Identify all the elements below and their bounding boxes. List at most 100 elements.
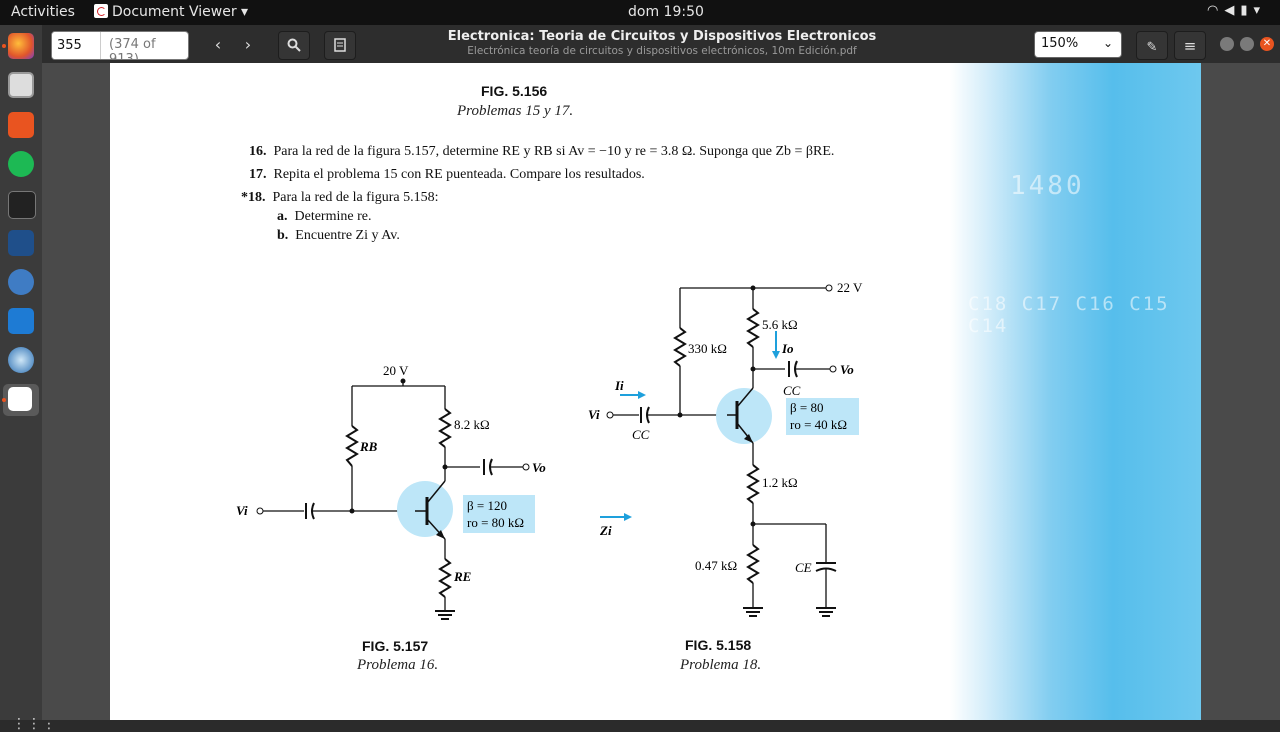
- output-terminal: [522, 463, 530, 471]
- app-menu-label: Document Viewer: [112, 4, 237, 20]
- system-tray[interactable]: ◠◀▮▾: [1207, 3, 1266, 18]
- activities-button[interactable]: Activities: [11, 4, 75, 20]
- fig157-vi-label: Vi: [236, 503, 248, 518]
- software-center-icon[interactable]: [8, 112, 34, 138]
- fig156-label: FIG. 5.156: [481, 83, 548, 99]
- search-icon: [287, 38, 301, 52]
- fig157-rb-label: RB: [359, 439, 378, 454]
- problem-18a-text: Determine re.: [294, 209, 372, 224]
- maximize-button[interactable]: [1240, 37, 1254, 51]
- zoom-value: 150%: [1041, 36, 1079, 51]
- previous-page-button[interactable]: ‹: [204, 31, 232, 58]
- emitter-arrow: [744, 434, 753, 443]
- fig156-caption: Problemas 15 y 17.: [457, 103, 574, 119]
- terminal-icon[interactable]: [8, 191, 36, 219]
- battery-icon: ▮: [1240, 3, 1254, 18]
- problem-17-text: Repita el problema 15 con RE puenteada. …: [273, 167, 645, 182]
- files-icon[interactable]: [8, 72, 34, 98]
- page-background-image: 1480 C18 C17 C16 C15 C14: [950, 63, 1201, 720]
- vscode-icon[interactable]: [8, 308, 34, 334]
- params-box: [786, 398, 859, 435]
- fig157-vcc: 20 V: [383, 363, 409, 378]
- top-bar: Activities Document Viewer ▾ dom 19:50 ◠…: [0, 0, 1280, 25]
- page-entry[interactable]: (374 of 913): [51, 31, 189, 60]
- output-terminal: [829, 365, 837, 373]
- emitter-arrow: [436, 530, 445, 539]
- window-title: Electronica: Teoria de Circuitos y Dispo…: [447, 29, 877, 44]
- fig158-vcc: 22 V: [837, 280, 863, 295]
- problem-17-number: 17.: [249, 167, 267, 182]
- fig158-ro: ro = 40 kΩ: [790, 417, 847, 432]
- window-subtitle: Electrónica teoría de circuitos y dispos…: [467, 45, 857, 57]
- problem-18b-text: Encuentre Zi y Av.: [295, 228, 400, 243]
- minimize-button[interactable]: [1220, 37, 1234, 51]
- search-button[interactable]: [278, 31, 310, 60]
- chevron-right-icon: ›: [244, 35, 252, 54]
- fig157-circuit: 20 V 8.2 kΩ RB RE Vi Vo β = 120 ro = 80 …: [236, 363, 546, 620]
- node-dot: [349, 508, 355, 514]
- chevron-down-icon: ▾: [1253, 3, 1266, 18]
- node-dot: [750, 285, 756, 291]
- fig158-rc-label: 5.6 kΩ: [762, 317, 798, 332]
- update-manager-icon[interactable]: [8, 347, 34, 373]
- annotate-icon: ✎: [1146, 40, 1158, 55]
- transistor-highlight: [716, 388, 772, 444]
- fig158-re1-label: 1.2 kΩ: [762, 475, 798, 490]
- close-icon: ✕: [1262, 38, 1272, 49]
- problem-16-rest: E y RB si Av = −10 y re = 3.8 Ω. Suponga…: [511, 144, 835, 159]
- input-terminal: [256, 507, 264, 515]
- zoom-select[interactable]: 150% ⌄: [1034, 31, 1122, 58]
- firefox-icon[interactable]: [8, 33, 34, 59]
- fig157-vo-label: Vo: [532, 460, 546, 475]
- annotate-button[interactable]: ✎: [1136, 31, 1168, 60]
- menu-button[interactable]: ≡: [1174, 31, 1206, 60]
- fig157-ro: ro = 80 kΩ: [467, 515, 524, 530]
- problem-18a-label: a.: [277, 209, 288, 224]
- fig158-cc-out-label: CC: [783, 383, 801, 398]
- running-indicator: [2, 44, 6, 48]
- app-menu[interactable]: Document Viewer ▾: [94, 4, 248, 20]
- current-arrows: [600, 331, 780, 521]
- problem-17: 17. Repita el problema 15 con RE puentea…: [249, 167, 645, 183]
- problem-18-text: Para la red de la figura 5.158:: [272, 190, 439, 205]
- input-terminal: [606, 411, 614, 419]
- r-language-icon[interactable]: [8, 269, 34, 295]
- fig157-beta: β = 120: [467, 498, 507, 513]
- fig158-caption: Problema 18.: [680, 657, 762, 673]
- fig158-io-label: Io: [781, 341, 794, 356]
- watermark-components: C18 C17 C16 C15 C14: [968, 293, 1170, 337]
- problem-18-number: *18.: [241, 190, 266, 205]
- watermark-number: 1480: [1010, 171, 1085, 201]
- spotify-icon[interactable]: [8, 151, 34, 177]
- params-box: [463, 495, 535, 533]
- sidebar-toggle-button[interactable]: [324, 31, 356, 60]
- page-number-input[interactable]: [52, 32, 101, 59]
- document-viewer-icon: [8, 387, 32, 411]
- problem-16: 16. Para la red de la figura 5.157, dete…: [249, 144, 834, 160]
- clock[interactable]: dom 19:50: [628, 4, 704, 20]
- problem-18a: a. Determine re.: [277, 209, 371, 225]
- node-dot: [750, 521, 756, 527]
- network-tool-icon[interactable]: [8, 230, 34, 256]
- document-icon: [334, 38, 346, 52]
- dock: ⋮⋮⋮: [0, 25, 56, 732]
- problem-18: *18. Para la red de la figura 5.158:: [241, 190, 439, 206]
- fig157-caption: Problema 16.: [357, 657, 439, 673]
- document-area[interactable]: 1480 C18 C17 C16 C15 C14 FIG. 5.156 Prob…: [42, 63, 1280, 720]
- next-page-button[interactable]: ›: [234, 31, 262, 58]
- chevron-down-icon: ▾: [241, 4, 249, 20]
- fig158-vi-label: Vi: [588, 407, 600, 422]
- fig158-circuit: 22 V 5.6 kΩ 330 kΩ 1.2 kΩ 0.47 kΩ CE CC …: [588, 280, 863, 617]
- divider: [100, 32, 101, 59]
- fig158-label: FIG. 5.158: [685, 637, 752, 653]
- fig158-re2-label: 0.47 kΩ: [695, 558, 737, 573]
- problem-16-text: Para la red de la figura 5.157, determin…: [273, 144, 512, 159]
- node-dot: [677, 412, 683, 418]
- close-button[interactable]: ✕: [1260, 37, 1274, 51]
- fig158-ce-label: CE: [795, 560, 812, 575]
- node-dot: [442, 464, 448, 470]
- chevron-down-icon: ⌄: [1102, 36, 1113, 50]
- vcc-terminal: [825, 284, 833, 292]
- wifi-icon: ◠: [1206, 3, 1225, 18]
- fig157-label: FIG. 5.157: [362, 638, 429, 654]
